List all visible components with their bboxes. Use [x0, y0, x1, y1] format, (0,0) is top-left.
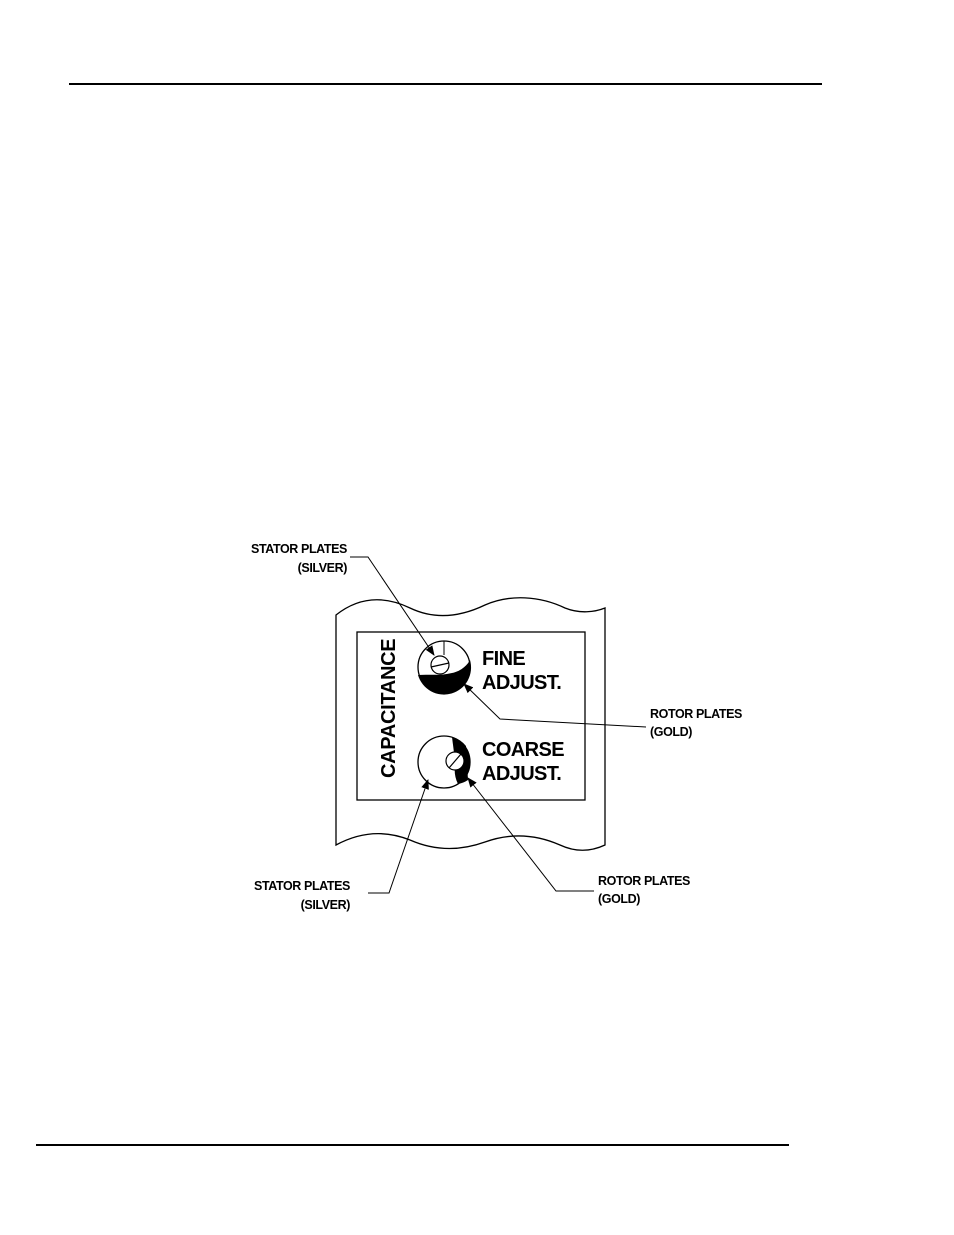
fine-label-line2: ADJUST. — [482, 672, 561, 694]
fine-adjust-dial[interactable] — [418, 641, 471, 695]
rotor-bottom-label-line1: ROTOR PLATES — [598, 874, 690, 888]
stator-top-label-line2: (SILVER) — [298, 561, 348, 575]
stator-top-label-line1: STATOR PLATES — [251, 542, 347, 556]
rotor-bottom-label-line2: (GOLD) — [598, 892, 640, 906]
stator-bottom-label-line1: STATOR PLATES — [254, 879, 350, 893]
rotor-right-label-line1: ROTOR PLATES — [650, 707, 742, 721]
stator-bottom-label-line2: (SILVER) — [301, 898, 351, 912]
rotor-bottom-leader — [468, 778, 594, 891]
housing-outline — [336, 598, 605, 850]
rotor-right-label-line2: (GOLD) — [650, 725, 692, 739]
coarse-adjust-dial[interactable] — [418, 736, 470, 788]
coarse-label-line2: ADJUST. — [482, 763, 561, 785]
coarse-label-line1: COARSE — [482, 739, 564, 761]
fine-label-line1: FINE — [482, 648, 525, 670]
capacitance-label: CAPACITANCE — [378, 639, 400, 778]
